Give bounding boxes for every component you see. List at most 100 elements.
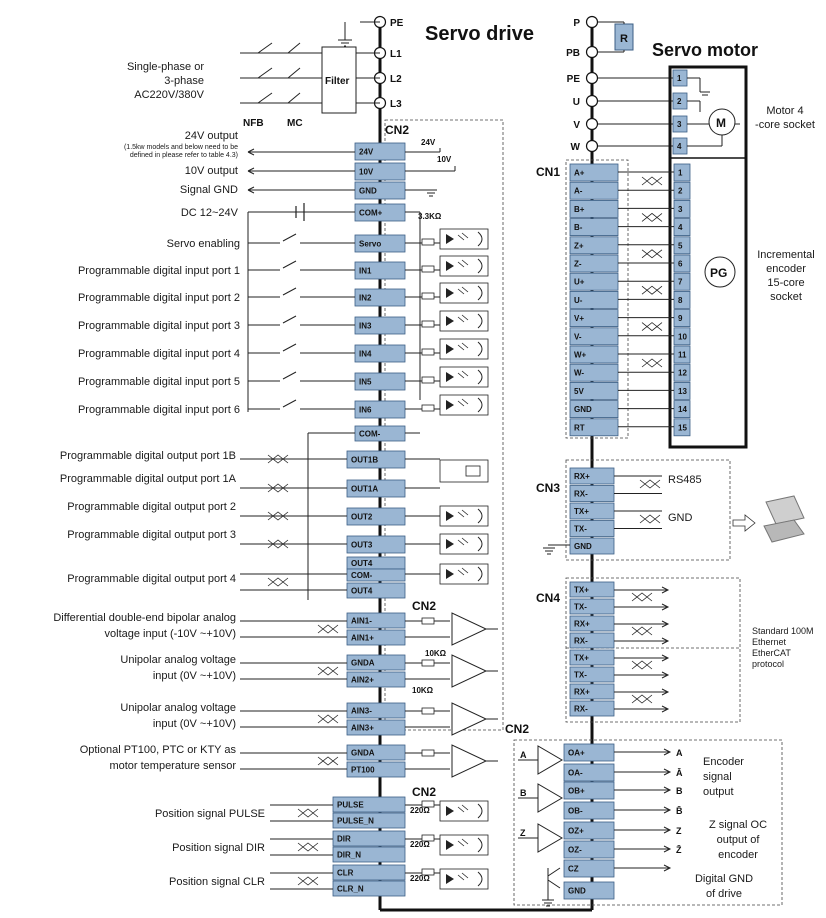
cn4-pin-5-label: TX- xyxy=(574,671,587,680)
analog-label-0a: Differential double-end bipolar analog xyxy=(53,612,236,624)
motor-symbol xyxy=(708,108,736,136)
encout-arrow-4 xyxy=(663,826,672,834)
filter-label: Filter xyxy=(325,76,350,87)
right-0-terminal xyxy=(585,15,599,29)
pos-opto-2-light xyxy=(457,872,469,881)
input-opto-5-photo xyxy=(477,369,483,385)
cn4-note-3: EtherCAT xyxy=(752,648,791,658)
analog-res-2 xyxy=(421,707,435,715)
input-label-4: Programmable digital input port 4 xyxy=(78,348,240,360)
analog-twist-3 xyxy=(317,756,339,766)
analog-label-1a: Unipolar analog voltage xyxy=(120,654,236,666)
pos-pin-2b-label: CLR_N xyxy=(337,885,364,894)
out4-top-label: OUT4 xyxy=(351,559,373,568)
motor-socket-4-label: 4 xyxy=(677,142,682,151)
opamp-3 xyxy=(451,744,488,778)
right-1-label: PB xyxy=(566,48,580,59)
input-label-3: Programmable digital input port 3 xyxy=(78,320,240,332)
right-4-terminal xyxy=(585,117,599,131)
out4-com-label: COM- xyxy=(351,571,373,580)
input-opto-3-led xyxy=(446,316,454,326)
input-opto-5-led xyxy=(446,372,454,382)
analog-label-1b: input (0V ~+10V) xyxy=(153,670,236,682)
analog-label-3a: Optional PT100, PTC or KTY as xyxy=(80,744,237,756)
cn1-label: CN1 xyxy=(536,165,560,179)
analog-twist-1 xyxy=(317,666,339,676)
opamp-2 xyxy=(451,702,488,736)
pos-label-2: Position signal CLR xyxy=(169,876,265,888)
pg-symbol xyxy=(704,256,736,288)
pg-label: PG xyxy=(710,266,727,280)
rs485-label: RS485 xyxy=(668,474,702,486)
mc-label: MC xyxy=(287,118,303,129)
dgnd-label-2: of drive xyxy=(706,888,742,900)
encout-sig-3: B̄ xyxy=(676,806,683,816)
cn3-pin-0-label: RX+ xyxy=(574,472,590,481)
input-opto-1-photo xyxy=(477,258,483,274)
input-label-2: Programmable digital input port 2 xyxy=(78,292,240,304)
right-3-label: U xyxy=(573,97,580,108)
cn1-body: A+1A-2B+3B-4Z+5Z-6U+7U-8V+9V-10W+11W-125… xyxy=(569,163,691,437)
cn1-label-3: 15-core xyxy=(767,277,804,289)
cn3-body: RX+RX-TX+TX-GND xyxy=(543,467,662,555)
cn1-twist-0 xyxy=(641,176,663,186)
cn1-socket-4-label: 4 xyxy=(678,223,683,232)
out4-com-box xyxy=(346,568,406,582)
pos-label-1: Position signal DIR xyxy=(172,842,265,854)
cn4-pin-6-label: RX+ xyxy=(574,688,590,697)
analog-label-2b: input (0V ~+10V) xyxy=(153,718,236,730)
out10-arrow xyxy=(247,167,255,175)
cn1-socket-1-label: 1 xyxy=(678,169,683,178)
cn4-note-2: Ethernet xyxy=(752,637,787,647)
cn2-enc-label: CN2 xyxy=(505,722,529,736)
encout-sig-4: Z xyxy=(676,826,682,836)
input-label-6: Programmable digital input port 6 xyxy=(78,404,240,416)
out4-twist xyxy=(267,577,289,587)
motor-socket-label-1: Motor 4 xyxy=(766,105,803,117)
cn4-twist-6 xyxy=(631,694,653,704)
cn1-pin-9-label: V- xyxy=(574,332,582,341)
input-resistor-0 xyxy=(421,238,435,246)
servo-drive-title: Servo drive xyxy=(425,23,534,45)
analog-res-0 xyxy=(421,617,435,625)
input-label-5: Programmable digital input port 5 xyxy=(78,376,240,388)
cn1-socket-7-label: 7 xyxy=(678,278,683,287)
input-in6-label: IN6 xyxy=(359,406,372,415)
pos-twist-1 xyxy=(297,842,319,852)
analog-pin-3a-label: GNDA xyxy=(351,749,375,758)
output-twist-2 xyxy=(267,511,289,521)
input-opto-1-light xyxy=(457,259,469,268)
encout-pin-6-label: CZ xyxy=(568,865,579,874)
supply-label-2: 3-phase xyxy=(164,75,204,87)
filter-box xyxy=(321,46,357,114)
right-3-terminal xyxy=(585,94,599,108)
input-opto-3-frame xyxy=(439,310,489,332)
pos-pin-0b-label: PULSE_N xyxy=(337,817,374,826)
analog-pin-0b-label: AIN1+ xyxy=(351,634,374,643)
cn1-pin-1-label: A- xyxy=(574,187,583,196)
encout-pin-0-label: OA+ xyxy=(568,749,585,758)
cn1-socket-9-label: 9 xyxy=(678,314,683,323)
out24-label-2: (1.5kw models and below need to be xyxy=(124,144,238,151)
dc-battery xyxy=(295,203,305,221)
input-resistor-6 xyxy=(421,404,435,412)
cn1-socket-2-label: 2 xyxy=(678,187,683,196)
res-a-label: 10KΩ xyxy=(425,649,447,658)
supply-label-3: AC220V/380V xyxy=(134,89,204,101)
pos-pin-0a-label: PULSE xyxy=(337,801,364,810)
output-opto-2-photo xyxy=(477,508,483,524)
encout-transistor xyxy=(547,867,561,889)
input-opto-2-photo xyxy=(477,285,483,301)
cn4-arrow-5 xyxy=(661,671,670,679)
out4-opto-led xyxy=(446,569,454,579)
output-out2-label: OUT2 xyxy=(351,513,373,522)
input-opto-6-photo xyxy=(477,397,483,413)
pos-twist-2 xyxy=(297,876,319,886)
pos-opto-2-led xyxy=(446,874,454,884)
cn1-pin-7-label: U- xyxy=(574,296,583,305)
output-label-2: Programmable digital output port 2 xyxy=(67,501,236,513)
cn1-socket-11-label: 11 xyxy=(678,351,687,360)
input-opto-0-led xyxy=(446,234,454,244)
cn4-arrow-2 xyxy=(661,620,670,628)
pos-opto-0-photo xyxy=(477,803,483,819)
